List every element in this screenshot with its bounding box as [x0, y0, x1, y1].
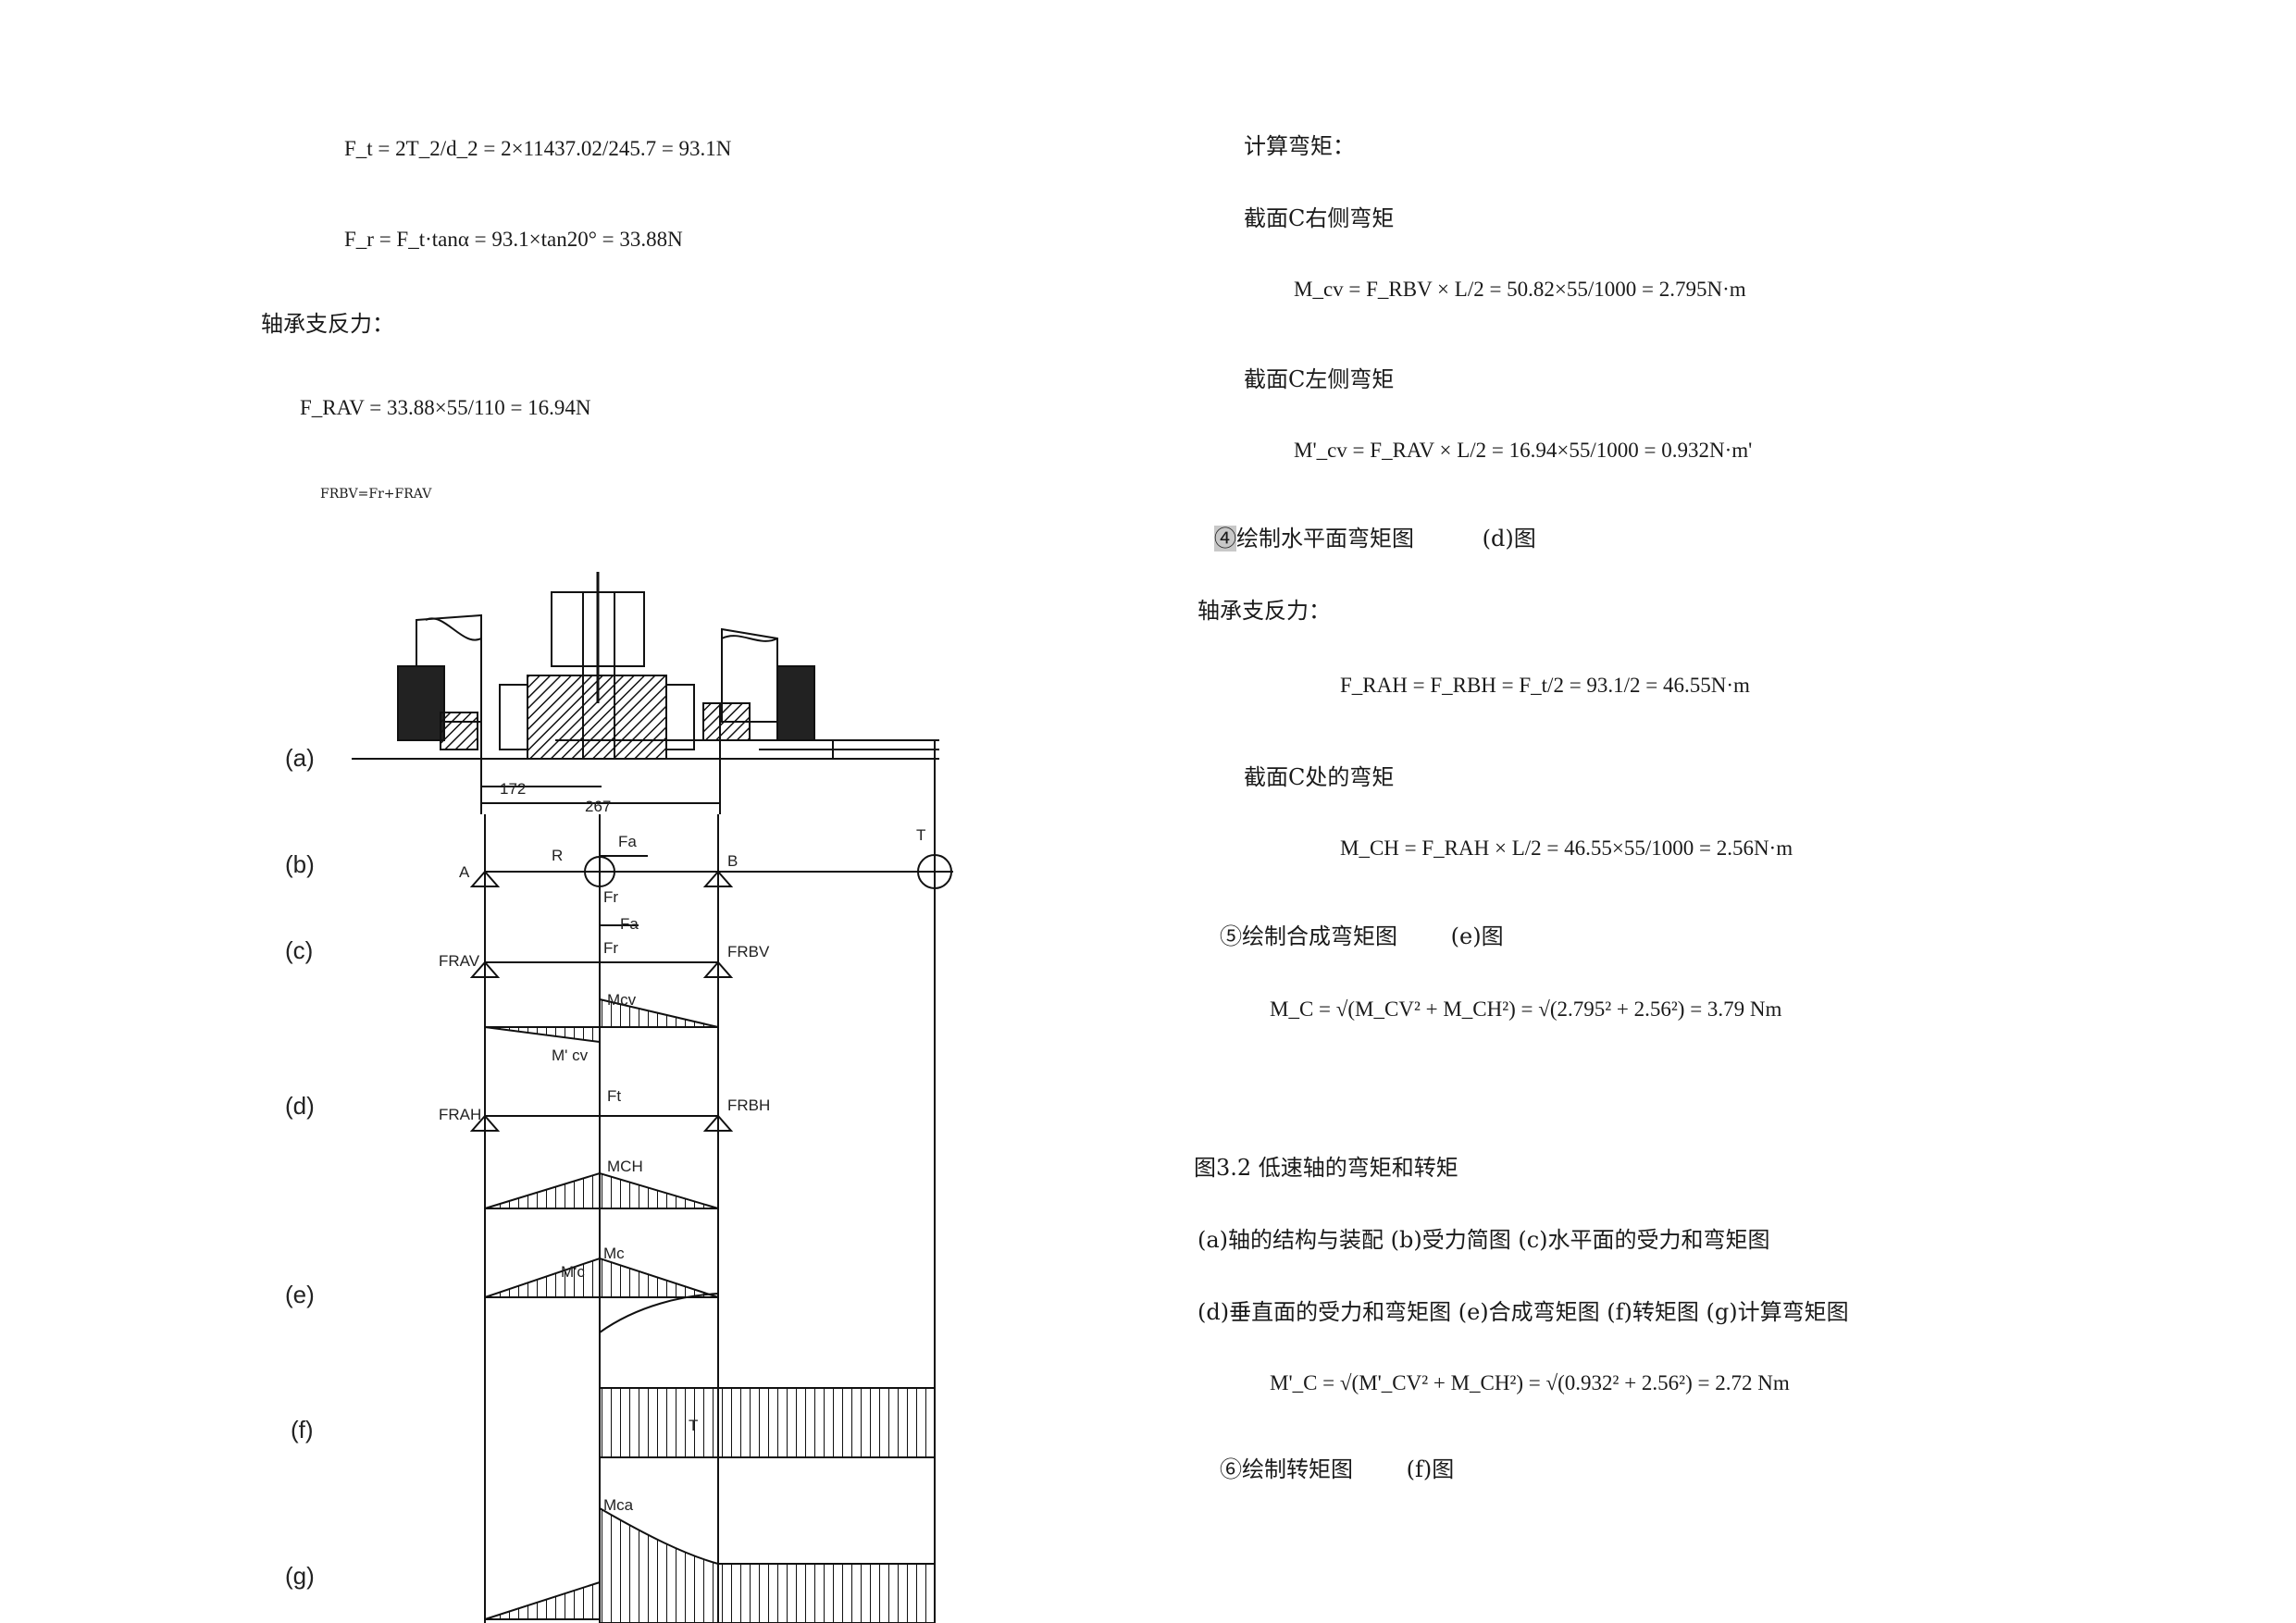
- step6-figure-ref: (f)图: [1406, 1456, 1455, 1482]
- moment-mcv-label: Mcv: [607, 991, 637, 1009]
- horizontal-plane-forces: [469, 924, 734, 1044]
- force-fr-label-c: Fr: [603, 939, 618, 957]
- row-label-b: (b): [285, 850, 315, 878]
- equation-mcv-text: M_cv = F_RBV × L/2 = 50.82×55/1000 = 2.7…: [1294, 278, 1746, 301]
- row-label-g: (g): [285, 1562, 315, 1590]
- row-label-f: (f): [291, 1416, 314, 1443]
- equation-mpcv-text: M'_cv = F_RAV × L/2 = 16.94×55/1000 = 0.…: [1294, 439, 1753, 462]
- point-t-label: T: [916, 826, 925, 844]
- vertical-plane-forces: [469, 1114, 734, 1209]
- bearing-reaction-heading-right: 轴承支反力：: [1198, 598, 1331, 624]
- force-fr-label: Fr: [603, 888, 618, 906]
- force-frav-label: FRAV: [439, 952, 480, 970]
- section-c-right-heading: 截面C右侧弯矩: [1244, 205, 1395, 231]
- step6-text: ⑥绘制转矩图: [1220, 1456, 1353, 1482]
- force-sketch: [469, 854, 953, 889]
- equation-mc-text: M_C = √(M_CV² + M_CH²) = √(2.795² + 2.56…: [1270, 997, 1782, 1021]
- moment-mch-label: MCH: [607, 1158, 643, 1175]
- calc-moment-heading: 计算弯矩：: [1244, 133, 1355, 159]
- row-label-e: (e): [285, 1281, 315, 1308]
- calculated-moment-diagram: [484, 1506, 936, 1623]
- caption-line-2: (d)垂直面的受力和弯矩图 (e)合成弯矩图 (f)转矩图 (g)计算弯矩图: [1198, 1299, 1849, 1325]
- force-fa-label: Fa: [618, 833, 637, 850]
- caption-line-1: (a)轴的结构与装配 (b)受力简图 (c)水平面的受力和弯矩图: [1198, 1227, 1770, 1253]
- equation-fr: F_r = F_t·tanα = 93.1×tan20° = 33.88N: [344, 228, 683, 252]
- equation-frah-text: F_RAH = F_RBH = F_t/2 = 93.1/2 = 46.55N·…: [1340, 674, 1750, 697]
- point-b-label: B: [727, 852, 738, 870]
- equation-frav: F_RAV = 33.88×55/110 = 16.94N: [300, 396, 591, 420]
- equation-fr-text: F_r = F_t·tanα = 93.1×tan20° = 33.88N: [344, 228, 683, 251]
- row-label-d: (d): [285, 1092, 315, 1120]
- shaft-moment-diagram: 172 267 A B T R Fa Fr Fa Fr FRAV FRBV Mc…: [285, 572, 953, 1623]
- equation-frbv: FRBV=Fr+FRAV: [320, 487, 432, 502]
- torque-diagram: [599, 1387, 936, 1458]
- vertical-guide-lines: [484, 740, 936, 1623]
- moment-mpc-label: M'c: [561, 1263, 585, 1281]
- force-frah-label: FRAH: [439, 1106, 481, 1123]
- equation-mc: M_C = √(M_CV² + M_CH²) = √(2.795² + 2.56…: [1270, 997, 1781, 1022]
- dimension-172: 172: [500, 780, 526, 798]
- step4-figure-ref: (d)图: [1482, 526, 1536, 551]
- torque-t-label: T: [689, 1417, 698, 1434]
- step4-text: 绘制水平面弯矩图: [1236, 526, 1414, 551]
- equation-frah: F_RAH = F_RBH = F_t/2 = 93.1/2 = 46.55N·…: [1340, 674, 1750, 698]
- step6-heading: ⑥绘制转矩图 (f)图: [1220, 1451, 1454, 1483]
- moment-mpcv-label: M' cv: [552, 1047, 589, 1064]
- equation-mch: M_CH = F_RAH × L/2 = 46.55×55/1000 = 2.5…: [1340, 836, 1793, 861]
- force-ft-label: Ft: [607, 1087, 621, 1105]
- shaft-structure: [352, 572, 939, 814]
- equation-mcv: M_cv = F_RBV × L/2 = 50.82×55/1000 = 2.7…: [1294, 278, 1746, 302]
- equation-mch-text: M_CH = F_RAH × L/2 = 46.55×55/1000 = 2.5…: [1340, 836, 1793, 860]
- section-c-moment-heading: 截面C处的弯矩: [1244, 764, 1395, 790]
- step5-figure-ref: (e)图: [1450, 923, 1504, 949]
- force-r-label: R: [552, 847, 563, 864]
- force-fa-label-c: Fa: [620, 915, 639, 933]
- step5-heading: ⑤绘制合成弯矩图 (e)图: [1220, 918, 1504, 950]
- row-label-a: (a): [285, 744, 315, 772]
- step4-number: ④: [1214, 526, 1236, 551]
- step5-text: ⑤绘制合成弯矩图: [1220, 923, 1397, 949]
- equation-ft-text: F_t = 2T_2/d_2 = 2×11437.02/245.7 = 93.1…: [344, 137, 732, 160]
- equation-mpc: M'_C = √(M'_CV² + M_CH²) = √(0.932² + 2.…: [1270, 1371, 1790, 1395]
- equation-ft: F_t = 2T_2/d_2 = 2×11437.02/245.7 = 93.1…: [344, 137, 731, 161]
- figure-caption: 图3.2 低速轴的弯矩和转矩: [1194, 1155, 1458, 1181]
- point-a-label: A: [459, 863, 470, 881]
- moment-mca-label: Mca: [603, 1496, 634, 1514]
- equation-mpcv: M'_cv = F_RAV × L/2 = 16.94×55/1000 = 0.…: [1294, 439, 1752, 463]
- combined-moment: [484, 1257, 719, 1333]
- equation-frav-text: F_RAV = 33.88×55/110 = 16.94N: [300, 396, 591, 419]
- equation-mpc-text: M'_C = √(M'_CV² + M_CH²) = √(0.932² + 2.…: [1270, 1371, 1790, 1394]
- section-c-left-heading: 截面C左侧弯矩: [1244, 366, 1395, 392]
- moment-mc-label: Mc: [603, 1245, 625, 1262]
- step4-heading: ④绘制水平面弯矩图 (d)图: [1214, 520, 1536, 552]
- bearing-reaction-heading-left: 轴承支反力：: [261, 311, 394, 337]
- dimension-267: 267: [585, 798, 611, 815]
- force-frbh-label: FRBH: [727, 1096, 770, 1114]
- force-frbv-label: FRBV: [727, 943, 770, 960]
- row-label-c: (c): [285, 936, 313, 964]
